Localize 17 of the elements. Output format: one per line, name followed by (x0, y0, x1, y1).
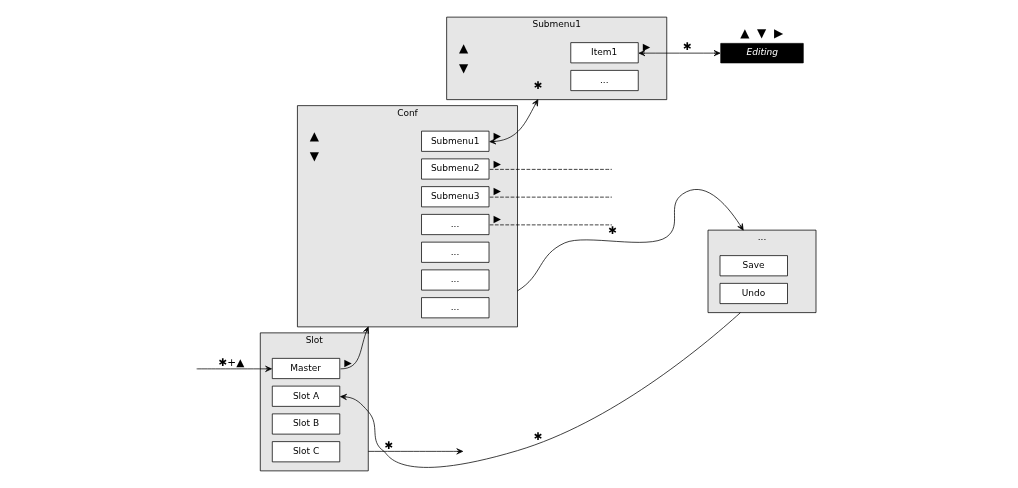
node-label: ▶ (493, 129, 502, 141)
node-label: ▼ (458, 60, 469, 75)
edge-label: ✱ (533, 430, 543, 443)
node-label: ▶ (493, 213, 502, 225)
edge-label: ✱ (682, 40, 692, 53)
node-label: ▲ (458, 40, 469, 55)
edge-label: ✱ (384, 438, 394, 451)
node-label: ▶ (493, 185, 502, 197)
edge-label: ✱ (608, 224, 618, 237)
node-label: ▶ (493, 157, 502, 169)
node-label: ▼ (309, 149, 319, 164)
node-label: ▶ (344, 357, 352, 369)
node-label: ▶ (642, 41, 651, 53)
edge-label: ✱ (533, 78, 543, 91)
edge-label: ✱+▲ (218, 356, 245, 369)
node-label: ▲ ▼ ▶ (740, 26, 784, 41)
node-label: ▲ (309, 128, 319, 143)
